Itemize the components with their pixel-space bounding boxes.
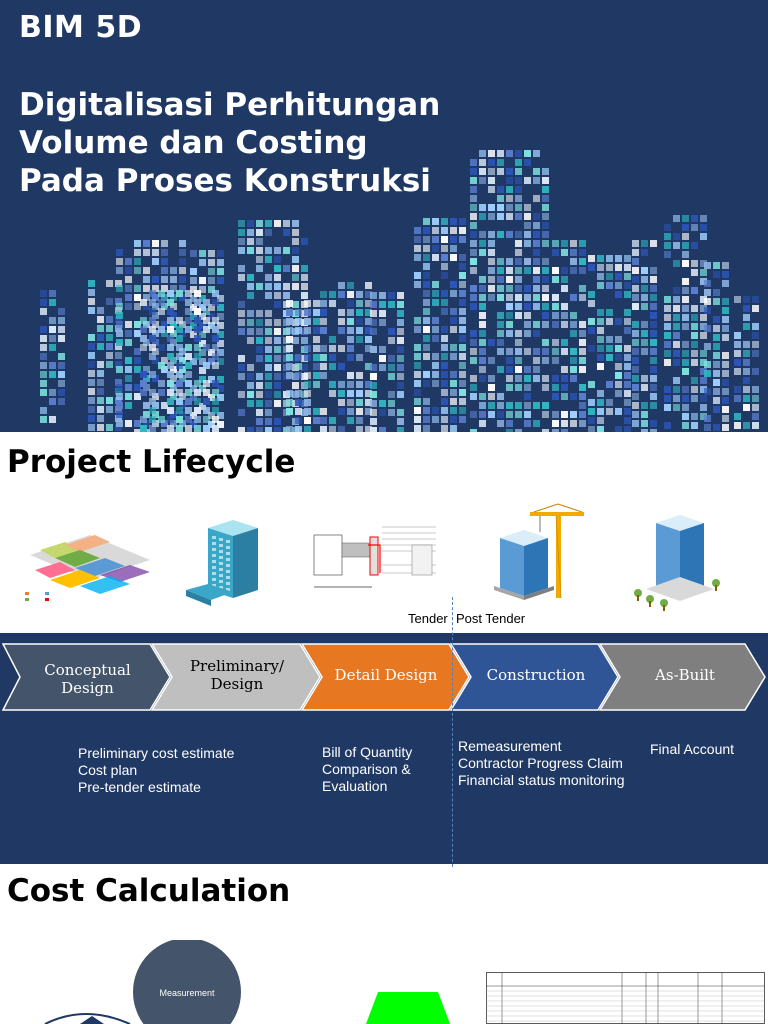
lifecycle-heading: Project Lifecycle [7,444,296,480]
massing-model-icon [25,535,150,601]
activities-asbuilt: Final Account [650,741,734,758]
phase-label-preliminary: Preliminary/ Design [178,657,296,693]
activities-early: Preliminary cost estimate Cost plan Pre-… [78,745,234,796]
activity-item: Final Account [650,741,735,757]
phase-chevron-construction [449,643,619,711]
activity-item: Comparison & [322,761,411,777]
post-tender-label: Post Tender [456,611,526,626]
hero-subtitle-line: Pada Proses Konstruksi [19,163,431,199]
phase-label-line: Design [210,675,264,693]
phase-label-detail: Detail Design [334,666,438,684]
construction-crane-icon [494,503,584,600]
hero-subtitle: Digitalisasi Perhitungan Volume dan Cost… [19,86,440,200]
tender-label: Tender [408,611,448,626]
activity-item: Bill of Quantity [322,744,413,760]
cost-heading: Cost Calculation [7,873,291,909]
phase-label-line: Design [61,679,114,697]
activity-item: Pre-tender estimate [78,779,201,795]
activity-item: Cost plan [78,762,138,778]
activities-construction: Remeasurement Contractor Progress Claim … [458,738,625,789]
phase-chevron-detail [300,643,470,711]
cost-trapezoid-icon [366,992,450,1024]
section-drawing-icon [312,515,440,600]
bill-of-quantity-table [486,972,765,1024]
city-skyline-illustration [40,150,759,432]
phase-label-line: Conceptual [44,661,131,679]
activity-item: Evaluation [322,778,388,794]
hero-subtitle-line: Volume dan Costing [19,125,368,161]
finished-building-icon [634,515,720,611]
phase-chevron-preliminary [150,643,321,711]
tender-divider [452,597,453,867]
activity-item: Financial status monitoring [458,772,625,788]
activity-item: Preliminary cost estimate [78,745,235,761]
hero-subtitle-line: Digitalisasi Perhitungan [19,87,441,123]
phase-label-asbuilt: As-Built [655,666,715,684]
activities-detail: Bill of Quantity Comparison & Evaluation [322,744,412,795]
measurement-label: Measurement [159,988,215,998]
measurement-diagram: Measurement [44,940,241,1024]
building-icon [186,520,258,606]
activity-item: Contractor Progress Claim [458,755,623,771]
phase-chevron-conceptual [1,643,171,711]
measurement-circle [133,940,241,1024]
phase-chevrons [1,643,766,711]
activity-item: Remeasurement [458,738,562,754]
phase-label-construction: Construction [486,666,586,684]
phase-label-line: Preliminary/ [189,657,285,675]
hero-banner: BIM 5D Digitalisasi Perhitungan Volume d… [0,0,768,432]
hero-title: BIM 5D [19,10,143,45]
phase-label-conceptual: Conceptual Design [30,661,145,697]
phase-chevron-asbuilt [598,643,766,711]
